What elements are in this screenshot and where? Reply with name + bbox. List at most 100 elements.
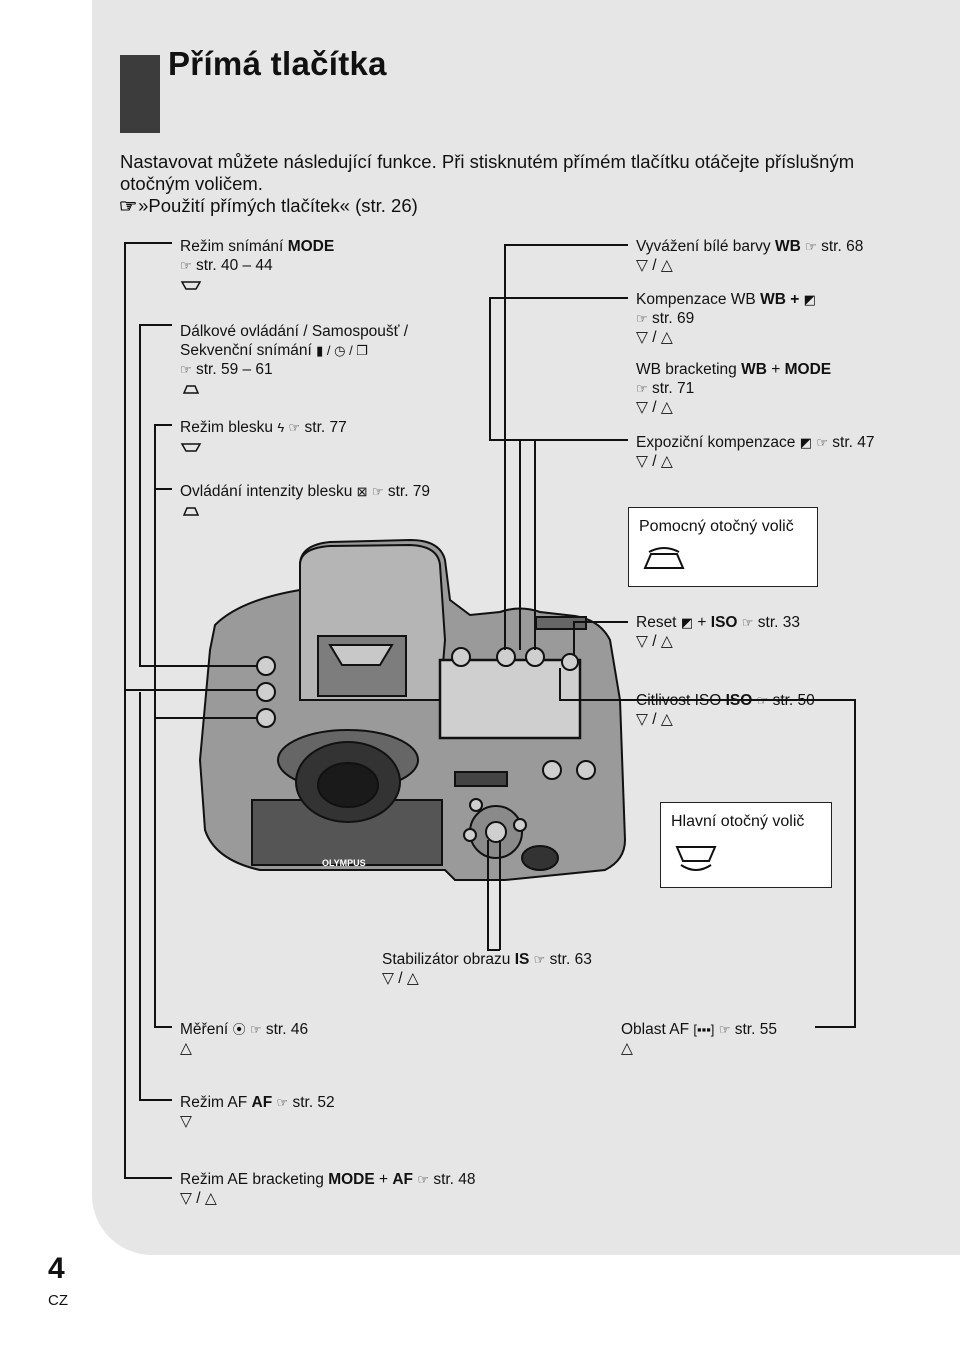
flash-icon: ϟ	[277, 420, 285, 435]
reference-hand-icon: ☞	[533, 952, 546, 967]
af-area-icon: [▪▪▪]	[693, 1022, 715, 1037]
label-text: Režim snímání	[180, 238, 284, 255]
page-ref: str. 59 – 61	[195, 361, 273, 378]
page-ref: str. 63	[549, 951, 592, 968]
label-flash-intensity: Ovládání intenzity blesku ⊠ ☞ str. 79	[180, 482, 430, 520]
reference-hand-icon: ☞	[417, 1172, 429, 1187]
label-text: Stabilizátor obrazu	[382, 951, 511, 968]
reference-hand-icon: ☞	[118, 196, 138, 216]
label-text: Oblast AF	[621, 1021, 690, 1038]
page-number: 4	[48, 1252, 65, 1285]
label-text: Režim AE bracketing	[180, 1171, 324, 1188]
label-af-mode: Režim AF AF ☞ str. 52 ▽	[180, 1094, 335, 1130]
reference-hand-icon: ☞	[718, 1022, 731, 1037]
intro-line: otočným voličem.	[120, 173, 263, 194]
exposure-comp-icon: ◩	[799, 435, 812, 450]
reference-hand-icon: ☞	[288, 420, 301, 435]
intro-reference: »Použití přímých tlačítek« (str. 26)	[138, 195, 418, 216]
title-marker	[120, 55, 160, 133]
page-ref: str. 48	[433, 1171, 476, 1188]
main-dial-box: Hlavní otočný volič	[660, 802, 832, 888]
page-ref: str. 52	[292, 1094, 335, 1111]
reference-hand-icon: ☞	[636, 311, 648, 326]
reference-hand-icon: ☞	[756, 693, 769, 708]
reference-hand-icon: ☞	[741, 615, 754, 630]
key-name: WB +	[760, 291, 800, 308]
label-text: Expoziční kompenzace	[636, 434, 796, 451]
label-text: Režim blesku	[180, 419, 274, 436]
main-dial-icon	[180, 443, 202, 452]
camera-illustration	[198, 538, 627, 881]
page-ref: str. 40 – 44	[195, 257, 273, 274]
page-ref: str. 77	[304, 419, 347, 436]
key-name: MODE	[784, 361, 832, 378]
label-af-area: Oblast AF [▪▪▪] ☞ str. 55 △	[621, 1021, 777, 1057]
label-text: Pomocný otočný volič	[639, 518, 794, 535]
reference-hand-icon: ☞	[180, 362, 192, 377]
label-drive-mode: Režim snímání MODE ☞ str. 40 – 44	[180, 237, 334, 294]
key-name: IS	[514, 951, 530, 968]
label-text: Dálkové ovládání / Samospoušť /	[180, 323, 409, 340]
sub-dial-icon	[643, 547, 685, 569]
label-text: WB bracketing	[636, 361, 737, 378]
label-wb: Vyvážení bílé barvy WB ☞ str. 68 ▽ / △	[636, 238, 864, 274]
reference-hand-icon: ☞	[249, 1022, 262, 1037]
page-ref: str. 33	[757, 614, 800, 631]
key-name: AF	[392, 1171, 414, 1188]
label-text: Reset	[636, 614, 677, 631]
page-ref: str. 47	[832, 434, 875, 451]
exposure-comp-icon: ◩	[680, 615, 694, 630]
label-text: Měření	[180, 1021, 229, 1038]
label-flash-mode: Režim blesku ϟ ☞ str. 77	[180, 418, 347, 456]
key-name: WB	[741, 361, 767, 378]
language-code: CZ	[48, 1292, 68, 1309]
page-title: Přímá tlačítka	[168, 45, 387, 82]
key-name: MODE	[287, 238, 335, 255]
label-text: Kompenzace WB	[636, 291, 756, 308]
label-text: Vyvážení bílé barvy	[636, 238, 771, 255]
reference-hand-icon: ☞	[816, 435, 828, 450]
label-remote: Dálkové ovládání / Samospoušť / Sekvenčn…	[180, 322, 408, 398]
key-name: AF	[251, 1094, 273, 1111]
leader-lines	[124, 242, 856, 1179]
label-text: Ovládání intenzity blesku	[180, 483, 353, 500]
reference-hand-icon: ☞	[805, 239, 817, 254]
label-metering: Měření ⦿ ☞ str. 46 △	[180, 1021, 309, 1057]
key-name: ISO	[725, 692, 753, 709]
page-ref: str. 69	[651, 310, 695, 327]
page-ref: str. 50	[772, 692, 815, 709]
label-text: Hlavní otočný volič	[671, 813, 805, 830]
key-name: WB	[775, 238, 801, 255]
key-name: ISO	[710, 614, 738, 631]
sub-dial-icon	[182, 507, 200, 516]
reference-hand-icon: ☞	[180, 258, 192, 273]
intro-text: Nastavovat můžete následující funkce. Př…	[118, 151, 900, 217]
camera-brand: OLYMPUS	[322, 858, 366, 868]
key-name: MODE	[328, 1171, 375, 1188]
main-dial-icon	[180, 281, 202, 290]
reference-hand-icon: ☞	[276, 1095, 289, 1110]
label-text: Režim AF	[180, 1094, 248, 1111]
page-ref: str. 46	[265, 1021, 309, 1038]
reference-hand-icon: ☞	[636, 381, 648, 396]
main-dial-icon	[675, 846, 717, 871]
label-wb-bracketing: WB bracketing WB + MODE ☞ str. 71 ▽ / △	[636, 361, 832, 416]
label-stabilizer: Stabilizátor obrazu IS ☞ str. 63 ▽ / △	[382, 951, 592, 987]
sub-dial-icon	[182, 385, 200, 394]
flash-intensity-icon: ⊠	[356, 484, 368, 499]
page-ref: str. 55	[734, 1021, 777, 1038]
page-ref: str. 71	[651, 380, 695, 397]
sub-dial-box: Pomocný otočný volič	[628, 507, 818, 587]
label-wb-comp: Kompenzace WB WB + ◩ ☞ str. 69 ▽ / △	[636, 291, 816, 346]
metering-icon: ⦿	[232, 1022, 246, 1037]
label-ae-bracketing: Režim AE bracketing MODE + AF ☞ str. 48 …	[180, 1171, 476, 1207]
label-iso: Citlivost ISO ISO ☞ str. 50 ▽ / △	[636, 692, 815, 728]
drive-icons: ▮ / ◷ / ❐	[316, 343, 368, 358]
exposure-comp-icon: ◩	[803, 292, 816, 307]
reference-hand-icon: ☞	[371, 484, 384, 499]
label-exposure-comp: Expoziční kompenzace ◩ ☞ str. 47 ▽ / △	[636, 434, 875, 470]
page-ref: str. 68	[821, 238, 864, 255]
label-text: Citlivost ISO	[636, 692, 722, 709]
page-ref: str. 79	[387, 483, 431, 500]
